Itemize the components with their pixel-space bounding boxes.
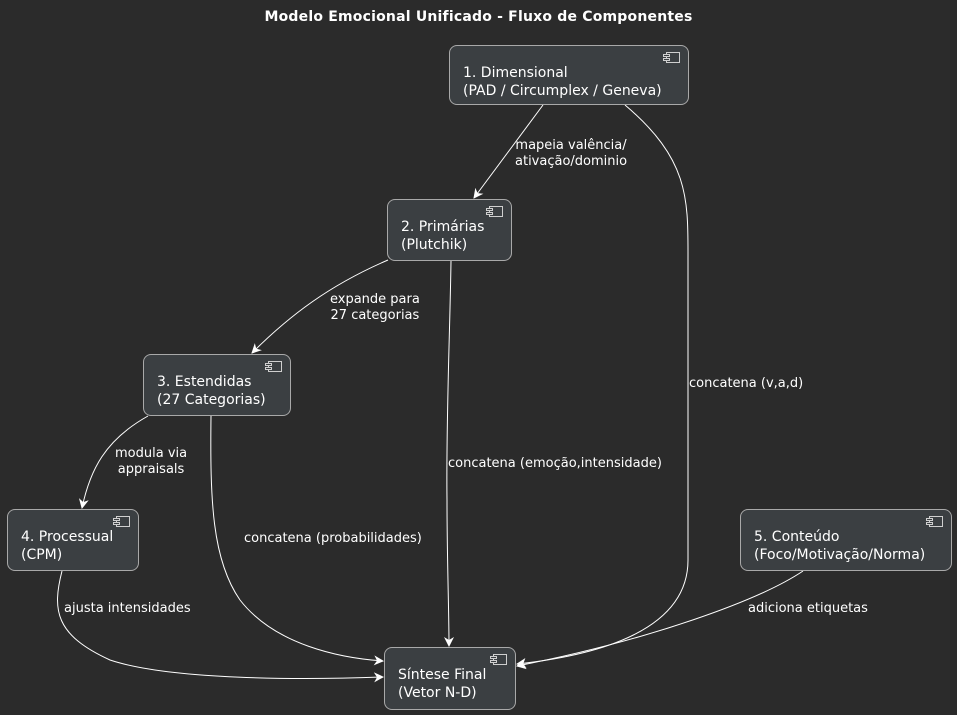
node-dimensional[interactable]: 1. Dimensional (PAD / Circumplex / Genev… <box>449 45 689 105</box>
node-title: 1. Dimensional <box>463 65 568 81</box>
edge-label-est-to-sint: concatena (probabilidades) <box>244 531 422 546</box>
edge-cont-to-sint <box>516 570 804 670</box>
edge-prim-to-est <box>251 259 389 354</box>
edge-est-to-sint <box>210 415 384 666</box>
node-estendidas[interactable]: 3. Estendidas (27 Categorias) <box>143 354 291 416</box>
edge-label-est-to-proc: modula via appraisals <box>115 446 188 477</box>
node-title: 4. Processual <box>21 529 114 545</box>
edge-proc-to-sint <box>57 570 384 683</box>
edge-dim-to-prim <box>473 104 544 199</box>
node-title: Síntese Final <box>398 667 487 683</box>
edge-label-proc-to-sint: ajusta intensidades <box>64 601 191 616</box>
node-title: 3. Estendidas <box>157 374 252 390</box>
edge-label-prim-to-sint: concatena (emoção,intensidade) <box>448 456 662 471</box>
diagram-title: Modelo Emocional Unificado - Fluxo de Co… <box>264 9 693 25</box>
node-subtitle: (Foco/Motivação/Norma) <box>754 547 926 563</box>
node-title: 2. Primárias <box>401 219 485 235</box>
component-icon <box>663 52 680 63</box>
component-icon <box>486 206 503 217</box>
node-subtitle: (PAD / Circumplex / Geneva) <box>463 83 662 99</box>
node-conteudo[interactable]: 5. Conteúdo (Foco/Motivação/Norma) <box>740 509 952 571</box>
edge-dim-to-sint <box>516 104 689 668</box>
node-subtitle: (Vetor N-D) <box>398 685 477 701</box>
edge-est-to-proc <box>78 415 149 509</box>
component-icon <box>926 516 943 527</box>
component-icon <box>265 361 282 372</box>
node-subtitle: (Plutchik) <box>401 237 468 253</box>
edge-label-cont-to-sint: adiciona etiquetas <box>748 601 868 616</box>
node-processual[interactable]: 4. Processual (CPM) <box>7 509 139 571</box>
node-subtitle: (CPM) <box>21 547 63 563</box>
node-sintese-final[interactable]: Síntese Final (Vetor N-D) <box>384 647 516 710</box>
edge-label-dim-to-sint: concatena (v,a,d) <box>689 376 804 391</box>
edge-label-prim-to-est: expande para 27 categorias <box>330 292 420 323</box>
edge-label-dim-to-prim: mapeia valência/ ativação/dominio <box>515 138 628 169</box>
node-title: 5. Conteúdo <box>754 529 840 545</box>
component-icon <box>113 516 130 527</box>
node-primarias[interactable]: 2. Primárias (Plutchik) <box>387 199 512 261</box>
node-subtitle: (27 Categorias) <box>157 392 266 408</box>
component-icon <box>490 654 507 665</box>
edge-prim-to-sint <box>443 260 454 647</box>
